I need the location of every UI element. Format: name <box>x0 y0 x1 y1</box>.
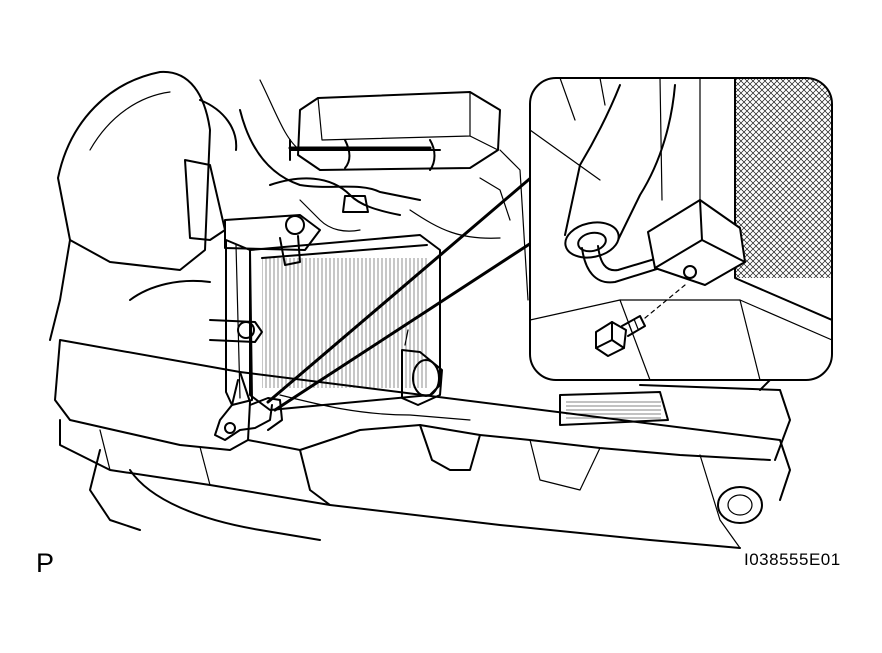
front-grille-area <box>559 329 791 461</box>
bolt-icon <box>595 315 646 357</box>
receiver-pipe-assembly <box>209 319 283 441</box>
detail-inset <box>529 77 833 381</box>
horn <box>401 329 443 406</box>
left-fender <box>49 70 238 341</box>
view-letter-label: P <box>36 548 55 578</box>
callout-leader-lines <box>266 168 550 412</box>
right-inner-fender <box>499 149 763 524</box>
air-cleaner-box <box>288 91 501 171</box>
bumper-reinforcement <box>54 339 791 549</box>
figure-id-label: I038555E01 <box>744 550 841 569</box>
